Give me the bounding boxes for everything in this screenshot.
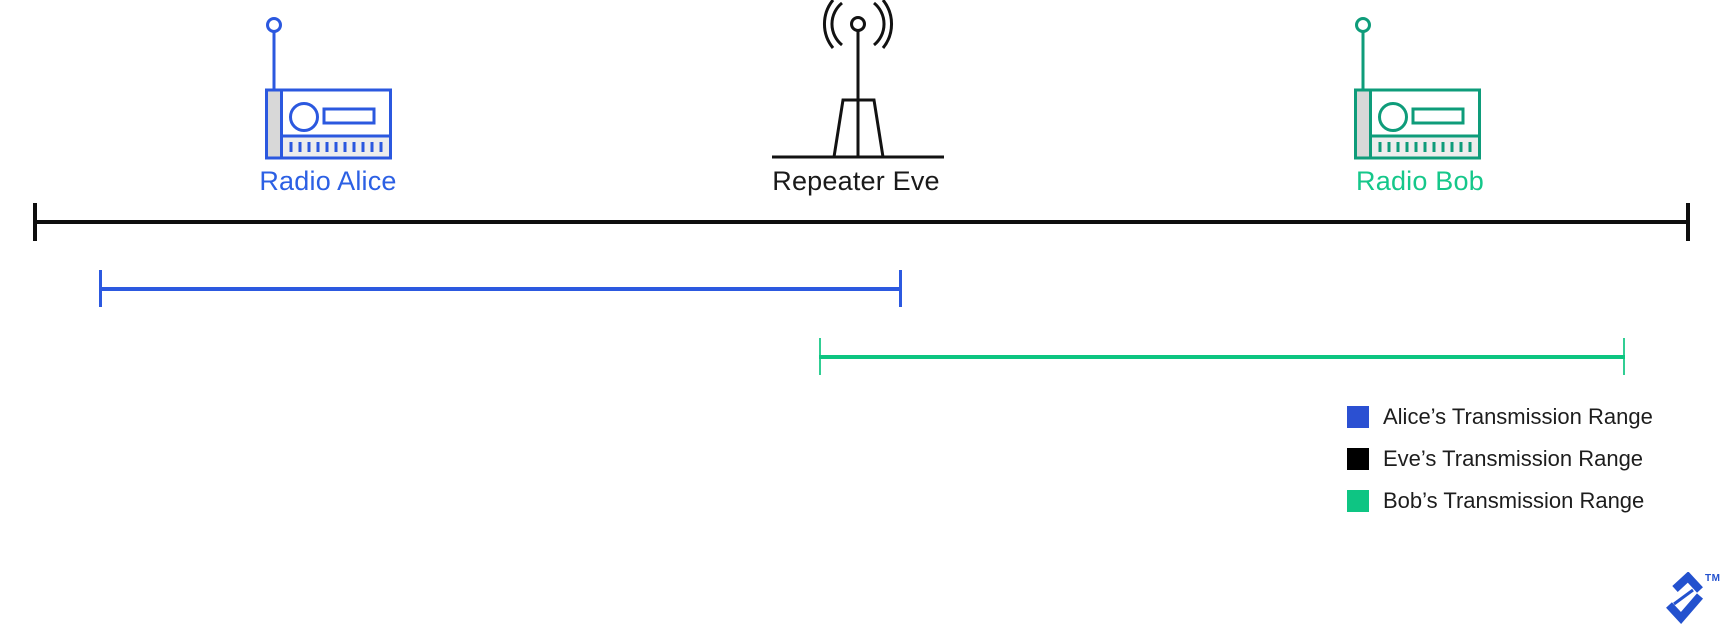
range-bar: [819, 354, 1625, 359]
bob-transmission-range-line: [819, 338, 1625, 375]
legend-swatch-alice: [1347, 406, 1369, 428]
legend-label: Alice’s Transmission Range: [1383, 404, 1653, 429]
trademark-label: TM: [1705, 573, 1720, 584]
radio-bob-label: Radio Bob: [1356, 166, 1484, 196]
range-bar: [99, 286, 902, 291]
eve-transmission-range-line: [33, 203, 1690, 241]
alice-transmission-range-line: [99, 270, 902, 307]
legend-swatch-eve: [1347, 448, 1369, 470]
repeater-eve-icon: [758, 0, 958, 160]
brand-logomark-icon: [1662, 571, 1706, 626]
legend-label: Bob’s Transmission Range: [1383, 488, 1645, 513]
range-endcap: [1623, 338, 1625, 375]
range-bar: [33, 220, 1690, 224]
radio-alice-label: Radio Alice: [259, 166, 397, 196]
legend-swatch-bob: [1347, 490, 1369, 512]
range-endcap: [1686, 203, 1690, 241]
radio-bob-icon: [1339, 10, 1481, 160]
legend-label: Eve’s Transmission Range: [1383, 446, 1644, 471]
range-endcap: [899, 270, 902, 307]
radio-alice-icon: [250, 10, 392, 160]
legend-item-eve: Eve’s Transmission Range: [1347, 448, 1643, 470]
repeater-eve-label: Repeater Eve: [772, 166, 940, 196]
legend-item-bob: Bob’s Transmission Range: [1347, 490, 1644, 512]
legend-item-alice: Alice’s Transmission Range: [1347, 406, 1653, 428]
